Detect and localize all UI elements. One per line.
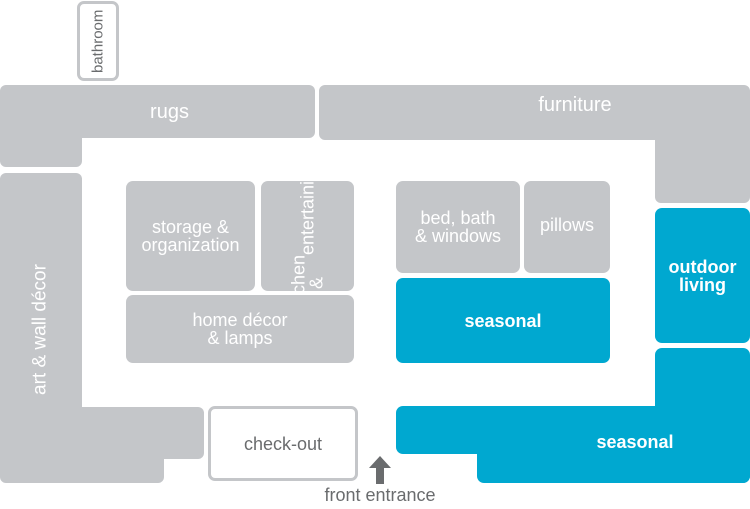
furniture-label: furniture (538, 94, 612, 116)
seasonal-center-label: seasonal (464, 310, 542, 331)
storage-organization-area[interactable]: storage & organization (126, 181, 255, 291)
art-wall-decor-bottom-extension (40, 440, 164, 483)
home-decor-label-line1: home décor (192, 310, 288, 330)
outdoor-living-area[interactable]: outdoor living (655, 208, 750, 343)
storage-label-line2: organization (141, 235, 240, 255)
pillows-label: pillows (539, 215, 595, 235)
outdoor-living-label: outdoor living (655, 208, 750, 343)
pillows-area[interactable]: pillows (524, 181, 610, 273)
up-arrow-icon (369, 456, 391, 484)
checkout-label: check-out (243, 433, 323, 454)
rugs-label: rugs (150, 100, 189, 123)
seasonal-front-label: seasonal (596, 432, 674, 452)
front-entrance-label: front entrance (324, 485, 436, 505)
home-decor-label-line2: & lamps (207, 328, 273, 348)
kitchen-entertaining-area[interactable]: kitchen & entertaining (261, 160, 354, 312)
bathroom-label: bathroom (89, 9, 107, 73)
storage-label-line1: storage & (151, 217, 230, 237)
kitchen-entertaining-label: kitchen & entertaining (261, 160, 354, 311)
outdoor-label-line1: outdoor (668, 256, 737, 277)
outdoor-label-line2: living (678, 274, 726, 295)
seasonal-front-bottom-section (477, 420, 750, 483)
bed-bath-label-line1: bed, bath (420, 208, 496, 228)
bathroom-area[interactable]: bathroom (77, 1, 119, 81)
home-decor-lamps-label: home décor & lamps (126, 295, 354, 363)
bed-bath-windows-label: bed, bath & windows (396, 181, 520, 273)
storage-organization-label: storage & organization (126, 181, 255, 291)
bed-bath-label-line2: & windows (414, 226, 502, 246)
rugs-corner-section (0, 100, 82, 167)
kitchen-label-line2: entertaining (297, 160, 318, 255)
checkout-area[interactable]: check-out (208, 406, 358, 481)
bed-bath-windows-area[interactable]: bed, bath & windows (396, 181, 520, 273)
furniture-corner-section (655, 110, 750, 203)
home-decor-lamps-area[interactable]: home décor & lamps (126, 295, 354, 363)
seasonal-center-area[interactable]: seasonal (396, 278, 610, 363)
art-wall-decor-label: art & wall décor (29, 264, 51, 396)
